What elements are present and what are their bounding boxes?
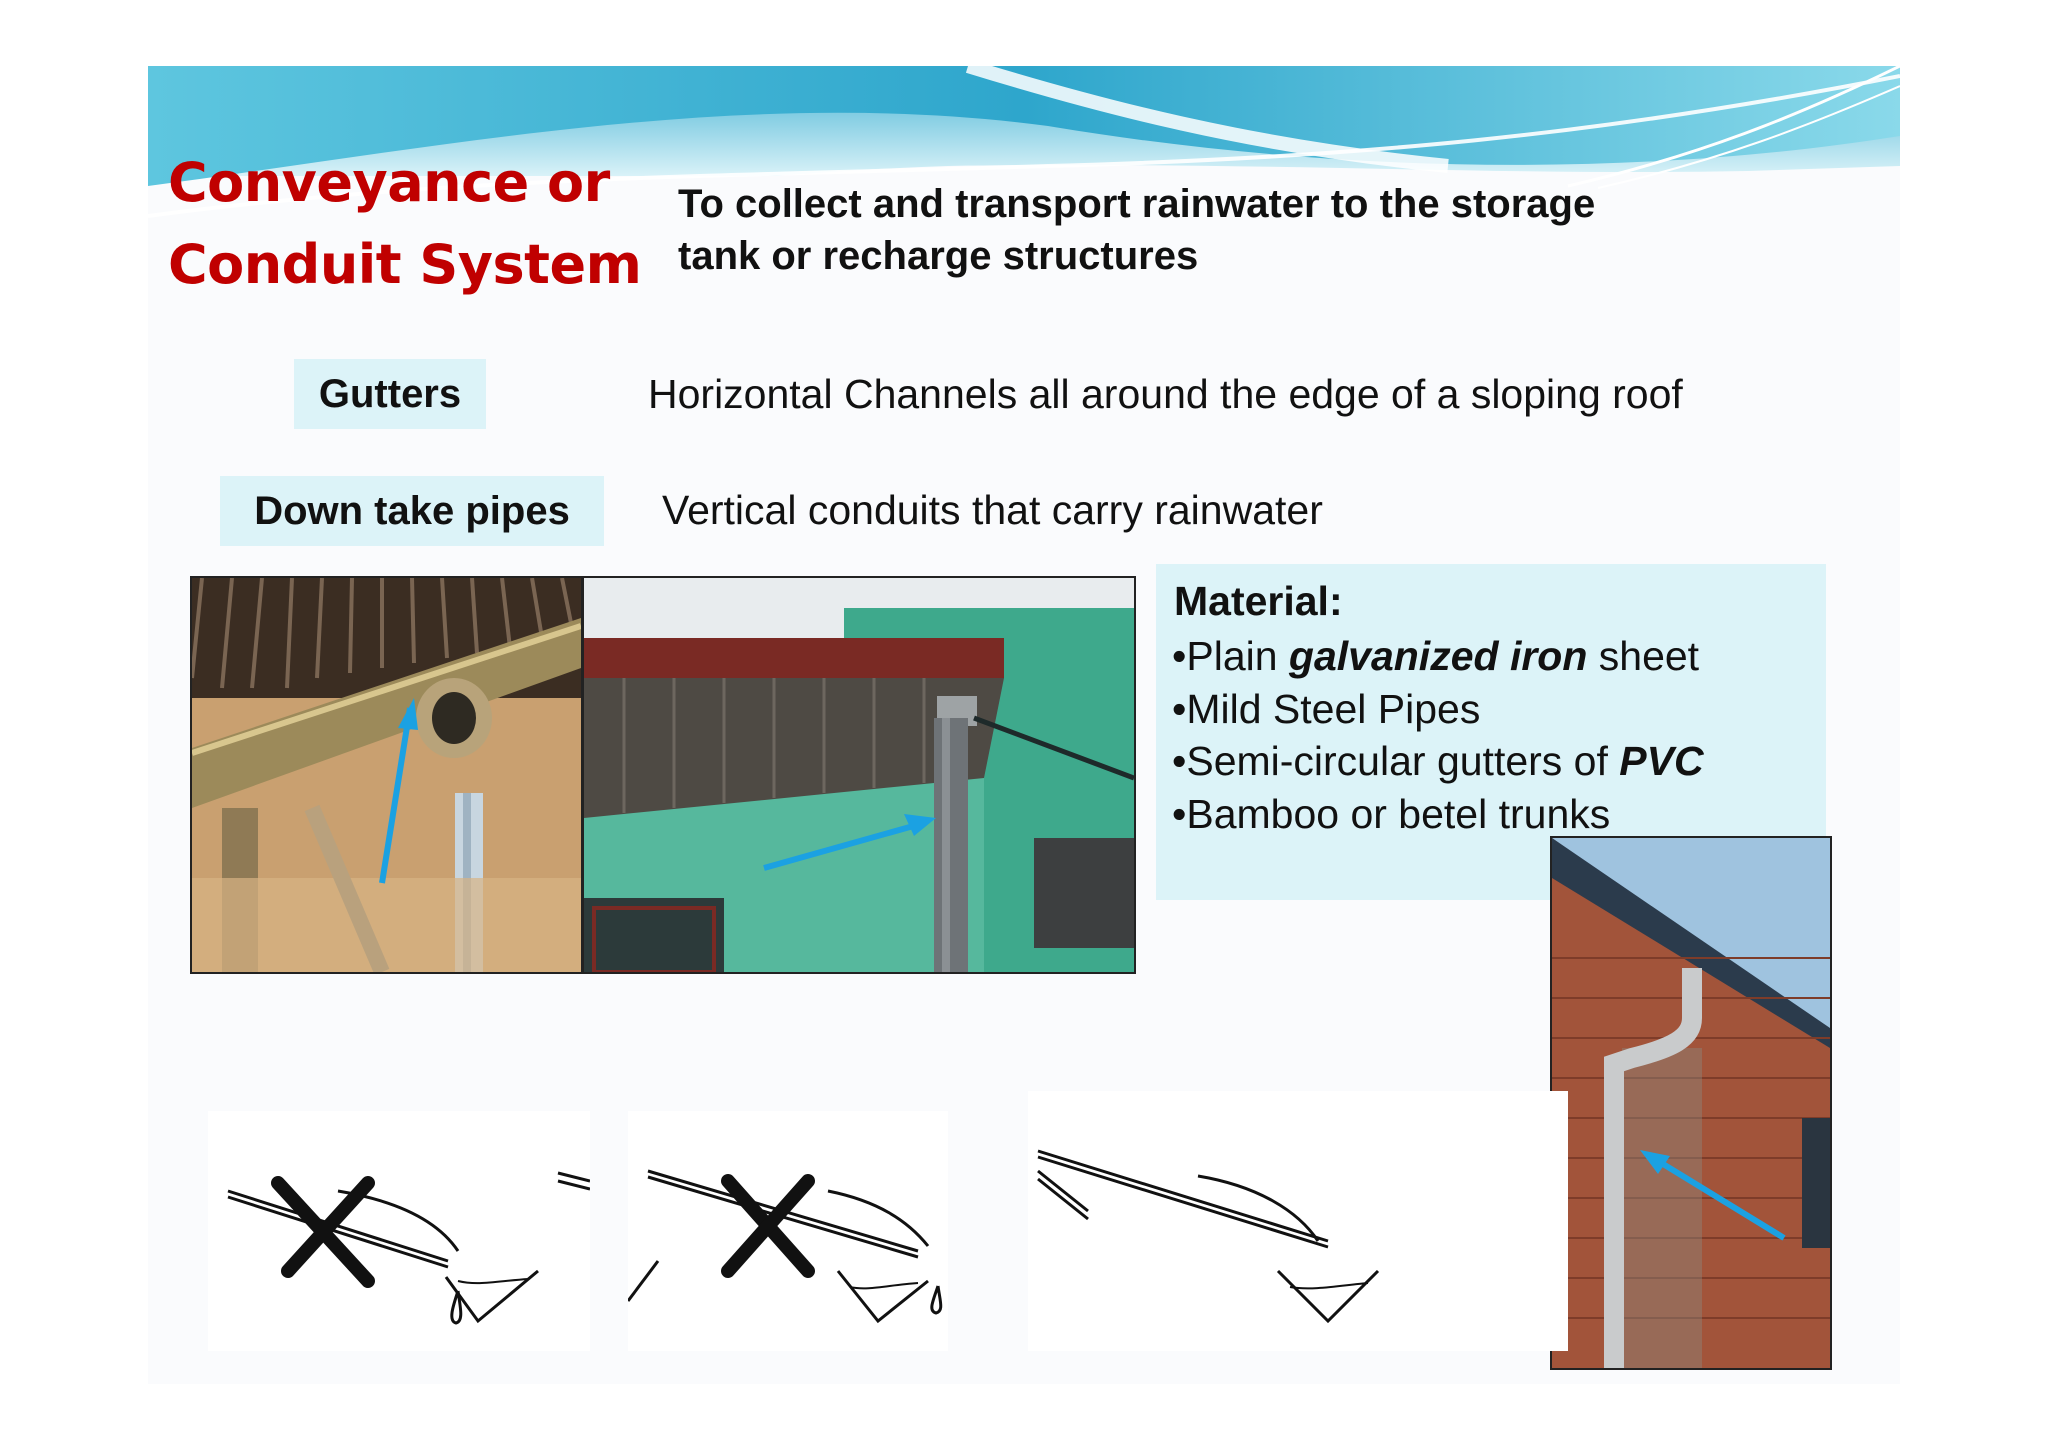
material-heading: Material: xyxy=(1174,578,1343,624)
subtitle-line-1: To collect and transport rainwater to th… xyxy=(678,182,1596,226)
sketch-gutter-correct-image xyxy=(1037,1149,1380,1324)
material-item-galvanized-iron: •Plain galvanized iron sheet xyxy=(1172,630,1704,683)
term-downtake-label: Down take pipes xyxy=(220,476,604,546)
bullet: • xyxy=(1172,633,1187,679)
bullet: • xyxy=(1172,738,1187,784)
bamboo-gutter-image xyxy=(192,578,581,972)
material-item-mild-steel: •Mild Steel Pipes xyxy=(1172,683,1704,736)
slide-title: Conveyance or Conduit System xyxy=(168,142,642,306)
material-text: Plain xyxy=(1186,633,1289,679)
downpipe-green-house-image xyxy=(584,578,1134,972)
term-gutters-text: Gutters xyxy=(318,371,462,416)
slide-title-line-2: Conduit System xyxy=(168,233,642,296)
material-text: Bamboo or betel trunks xyxy=(1186,790,1611,837)
sketch-gutter-correct xyxy=(1028,1091,1568,1351)
wave-header-decoration xyxy=(148,66,1900,326)
material-box: Material: •Plain galvanized iron sheet •… xyxy=(1156,564,1826,900)
term-downtake-description: Vertical conduits that carry rainwater xyxy=(662,487,1323,533)
photo-downpipe-green-house xyxy=(582,576,1136,974)
material-emphasis: PVC xyxy=(1619,738,1704,784)
photo-downpipe-brick-wall xyxy=(1550,836,1832,1370)
material-text: Semi-circular gutters of xyxy=(1186,738,1620,784)
bullet: • xyxy=(1172,685,1187,732)
bullet: • xyxy=(1172,790,1187,837)
downpipe-brick-wall-image xyxy=(1552,838,1830,1368)
sketch-gutter-misplaced-1-image xyxy=(227,1171,591,1325)
photo-bamboo-gutter xyxy=(190,576,583,974)
material-emphasis: galvanized iron xyxy=(1288,633,1588,679)
term-gutters-label: Gutters xyxy=(294,359,486,429)
sketch-gutter-misplaced-2-image xyxy=(626,1169,943,1324)
sketch-gutter-misplaced-2 xyxy=(626,1111,948,1351)
material-list: •Plain galvanized iron sheet •Mild Steel… xyxy=(1172,630,1704,840)
material-item-pvc: •Semi-circular gutters of PVC xyxy=(1172,735,1704,788)
subtitle-line-2: tank or recharge structures xyxy=(678,234,1199,278)
slide-subtitle: To collect and transport rainwater to th… xyxy=(678,178,1778,282)
material-text: Mild Steel Pipes xyxy=(1186,685,1481,732)
term-downtake-text: Down take pipes xyxy=(254,488,570,533)
material-text: sheet xyxy=(1587,633,1700,679)
slide-title-line-1: Conveyance or xyxy=(168,151,610,214)
term-gutters-description: Horizontal Channels all around the edge … xyxy=(648,371,1683,417)
material-item-bamboo: •Bamboo or betel trunks xyxy=(1172,788,1704,841)
slide: Conveyance or Conduit System To collect … xyxy=(148,66,1900,1384)
sketch-gutter-misplaced-1 xyxy=(208,1111,591,1351)
